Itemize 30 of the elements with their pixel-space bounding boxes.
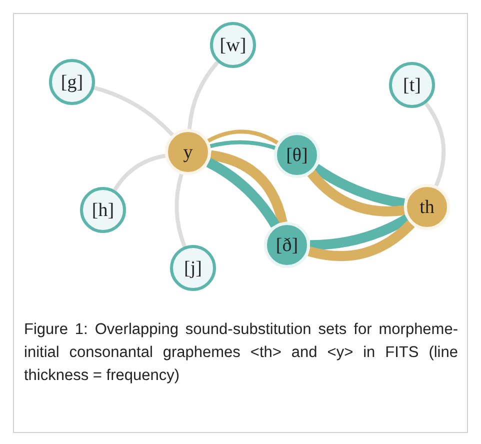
phone-node [170, 245, 216, 291]
node-label: [t] [403, 76, 421, 94]
phone-node [49, 59, 95, 105]
node-label: [w] [220, 36, 246, 54]
connector-line [210, 140, 276, 150]
node-label: [θ] [286, 146, 308, 164]
connector-line [210, 150, 288, 224]
connector-line [313, 164, 406, 208]
connector-line [206, 158, 280, 228]
connector-line [174, 174, 186, 248]
connector-line [424, 102, 446, 187]
node-label: th [420, 198, 434, 216]
connector-line [188, 60, 220, 130]
connector-line [310, 214, 410, 250]
node-label: [j] [184, 258, 202, 278]
node-label: [g] [60, 72, 84, 92]
figure-caption: Figure 1: Overlapping sound-substitution sets for morpheme-initial consonantal graphemes <th> and <y> in FITS (line thickness = frequency) [24, 320, 458, 386]
phone-node [264, 222, 310, 268]
connector-line [94, 86, 174, 136]
connector-line [207, 130, 278, 145]
connector-line [308, 170, 405, 216]
node-label: y [183, 142, 193, 162]
phone-node [80, 187, 126, 233]
grapheme-node [404, 184, 450, 230]
grapheme-node [165, 129, 211, 175]
phone-node [274, 132, 320, 178]
node-label: [ð] [276, 236, 298, 254]
phone-node [210, 22, 256, 68]
phone-node [389, 62, 435, 108]
node-label: [h] [92, 200, 114, 220]
